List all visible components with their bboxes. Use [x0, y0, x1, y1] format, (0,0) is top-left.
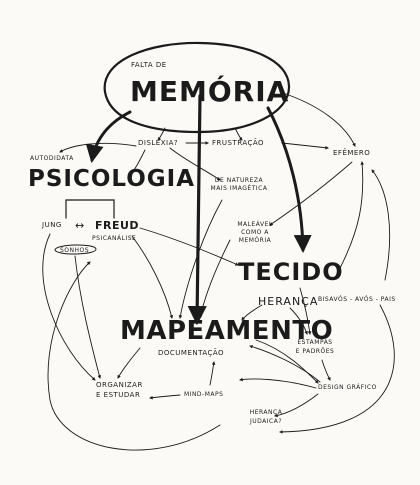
arrow-mapeamento-design	[255, 339, 319, 384]
arrow-dislexia-autodidata	[59, 142, 137, 153]
node-heranca-judaica: HERANÇA JUDAICA?	[249, 409, 283, 425]
arrow-design-documentacao	[249, 345, 321, 383]
arrow-heranca-estampas	[289, 307, 308, 335]
arrow-memoria-mapeamento	[187, 94, 207, 326]
arrow-bisavos-judaica	[279, 304, 395, 434]
arrow-estampas-design	[321, 359, 331, 381]
node-de-natureza: DE NATUREZA MAIS IMAGÉTICA	[210, 177, 268, 192]
arrow-tecido-efemero	[337, 161, 365, 273]
arrow-design-heranca-judaica	[274, 393, 319, 418]
arrow-dislexia-psicologia	[127, 149, 146, 179]
arrow-heranca-mapeamento	[241, 304, 263, 321]
arrow-memoria-tecido	[266, 106, 312, 253]
arrow-freud-mapeamento	[131, 235, 174, 319]
arrow-freud-tecido	[139, 227, 239, 266]
sonhos-bubble	[54, 244, 97, 255]
node-design-grafico: DESIGN GRÁFICO	[318, 384, 377, 391]
node-frustracao: FRUSTRAÇÃO	[212, 139, 265, 147]
node-sonhos: SONHOS	[60, 247, 90, 254]
memoria-ellipse	[103, 41, 291, 134]
node-documentacao: DOCUMENTAÇÃO	[158, 349, 225, 357]
node-psicanalise: PSICANÁLISE	[92, 235, 137, 242]
node-falta-de: FALTA DE	[131, 61, 167, 69]
node-autodidata: AUTODIDATA	[30, 155, 74, 162]
arrow-natureza-mapeamento	[178, 199, 223, 319]
arrow-design-mindmaps	[239, 377, 317, 389]
arrow-mindmaps-organizar	[149, 394, 181, 400]
node-bisavos: BISAVÓS - AVÓS - PAIS	[318, 296, 396, 303]
arrow-efemero-maleavel	[269, 161, 353, 226]
node-estampas: ESTAMPAS E PADRÕES	[295, 339, 335, 355]
node-heranca: HERANÇA	[258, 295, 319, 308]
node-tecido: TECIDO	[238, 258, 344, 286]
node-maleavel: MALEÁVEL COMO A MEMÓRIA	[237, 221, 273, 244]
arrow-maleavel-mapeamento	[198, 239, 231, 319]
node-efemero: EFÊMERO	[333, 149, 371, 157]
arrow-judaica-sonhos	[47, 261, 221, 451]
arrow-memoria-dislexia	[157, 127, 166, 141]
arrow-sonhos-organizar	[74, 255, 102, 379]
arrow-tecido-estampas	[299, 287, 312, 335]
node-mapeamento: MAPEAMENTO	[120, 316, 334, 346]
arrow-mindmaps-documentacao	[209, 361, 216, 386]
arrow-mapeamento-organizar	[117, 347, 141, 379]
node-dislexia: DISLEXIA?	[138, 139, 179, 147]
arrow-efemero-right	[371, 169, 391, 281]
node-organizar: ORGANIZAR E ESTUDAR	[96, 381, 143, 399]
node-jung: JUNG	[42, 221, 62, 229]
node-psicologia: PSICOLOGIA	[28, 166, 196, 192]
arrow-memoria-efemero	[279, 91, 356, 147]
arrow-frustracao-efemero	[281, 142, 329, 150]
node-mind-maps: MIND-MAPS	[184, 391, 224, 398]
arrow-jung-organizar	[42, 233, 96, 381]
psicologia-bracket	[65, 199, 115, 219]
freud-double-arrow: ↔	[75, 219, 85, 232]
arrow-memoria-frustracao	[234, 127, 243, 141]
arrow-memoria-psicologia	[85, 110, 132, 163]
node-freud: FREUD	[95, 219, 140, 232]
node-memoria: MEMÓRIA	[130, 75, 290, 108]
arrow-dislexia-natureza	[169, 147, 221, 181]
